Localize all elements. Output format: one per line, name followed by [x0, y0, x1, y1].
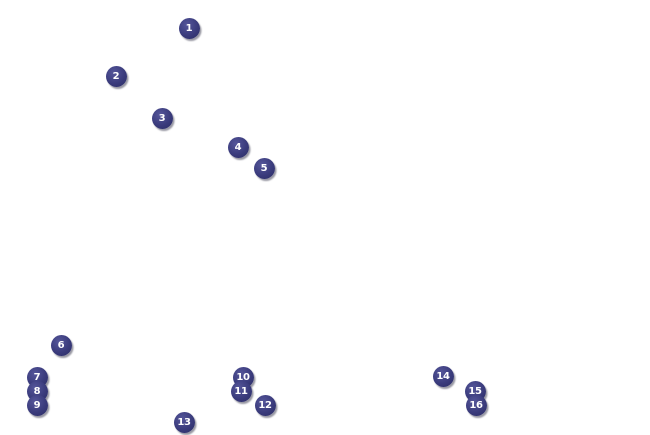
callout-2[interactable]: 2	[105, 65, 127, 87]
callout-1[interactable]: 1	[178, 17, 200, 39]
callout-6[interactable]: 6	[50, 334, 72, 356]
callout-5[interactable]: 5	[253, 157, 275, 179]
callout-3[interactable]: 3	[151, 107, 173, 129]
callout-4[interactable]: 4	[227, 136, 249, 158]
callout-9[interactable]: 9	[26, 394, 48, 416]
callout-13[interactable]: 13	[173, 411, 195, 433]
callout-14[interactable]: 14	[432, 365, 454, 387]
callout-11[interactable]: 11	[230, 380, 252, 402]
callout-16[interactable]: 16	[465, 394, 487, 416]
callout-12[interactable]: 12	[254, 394, 276, 416]
